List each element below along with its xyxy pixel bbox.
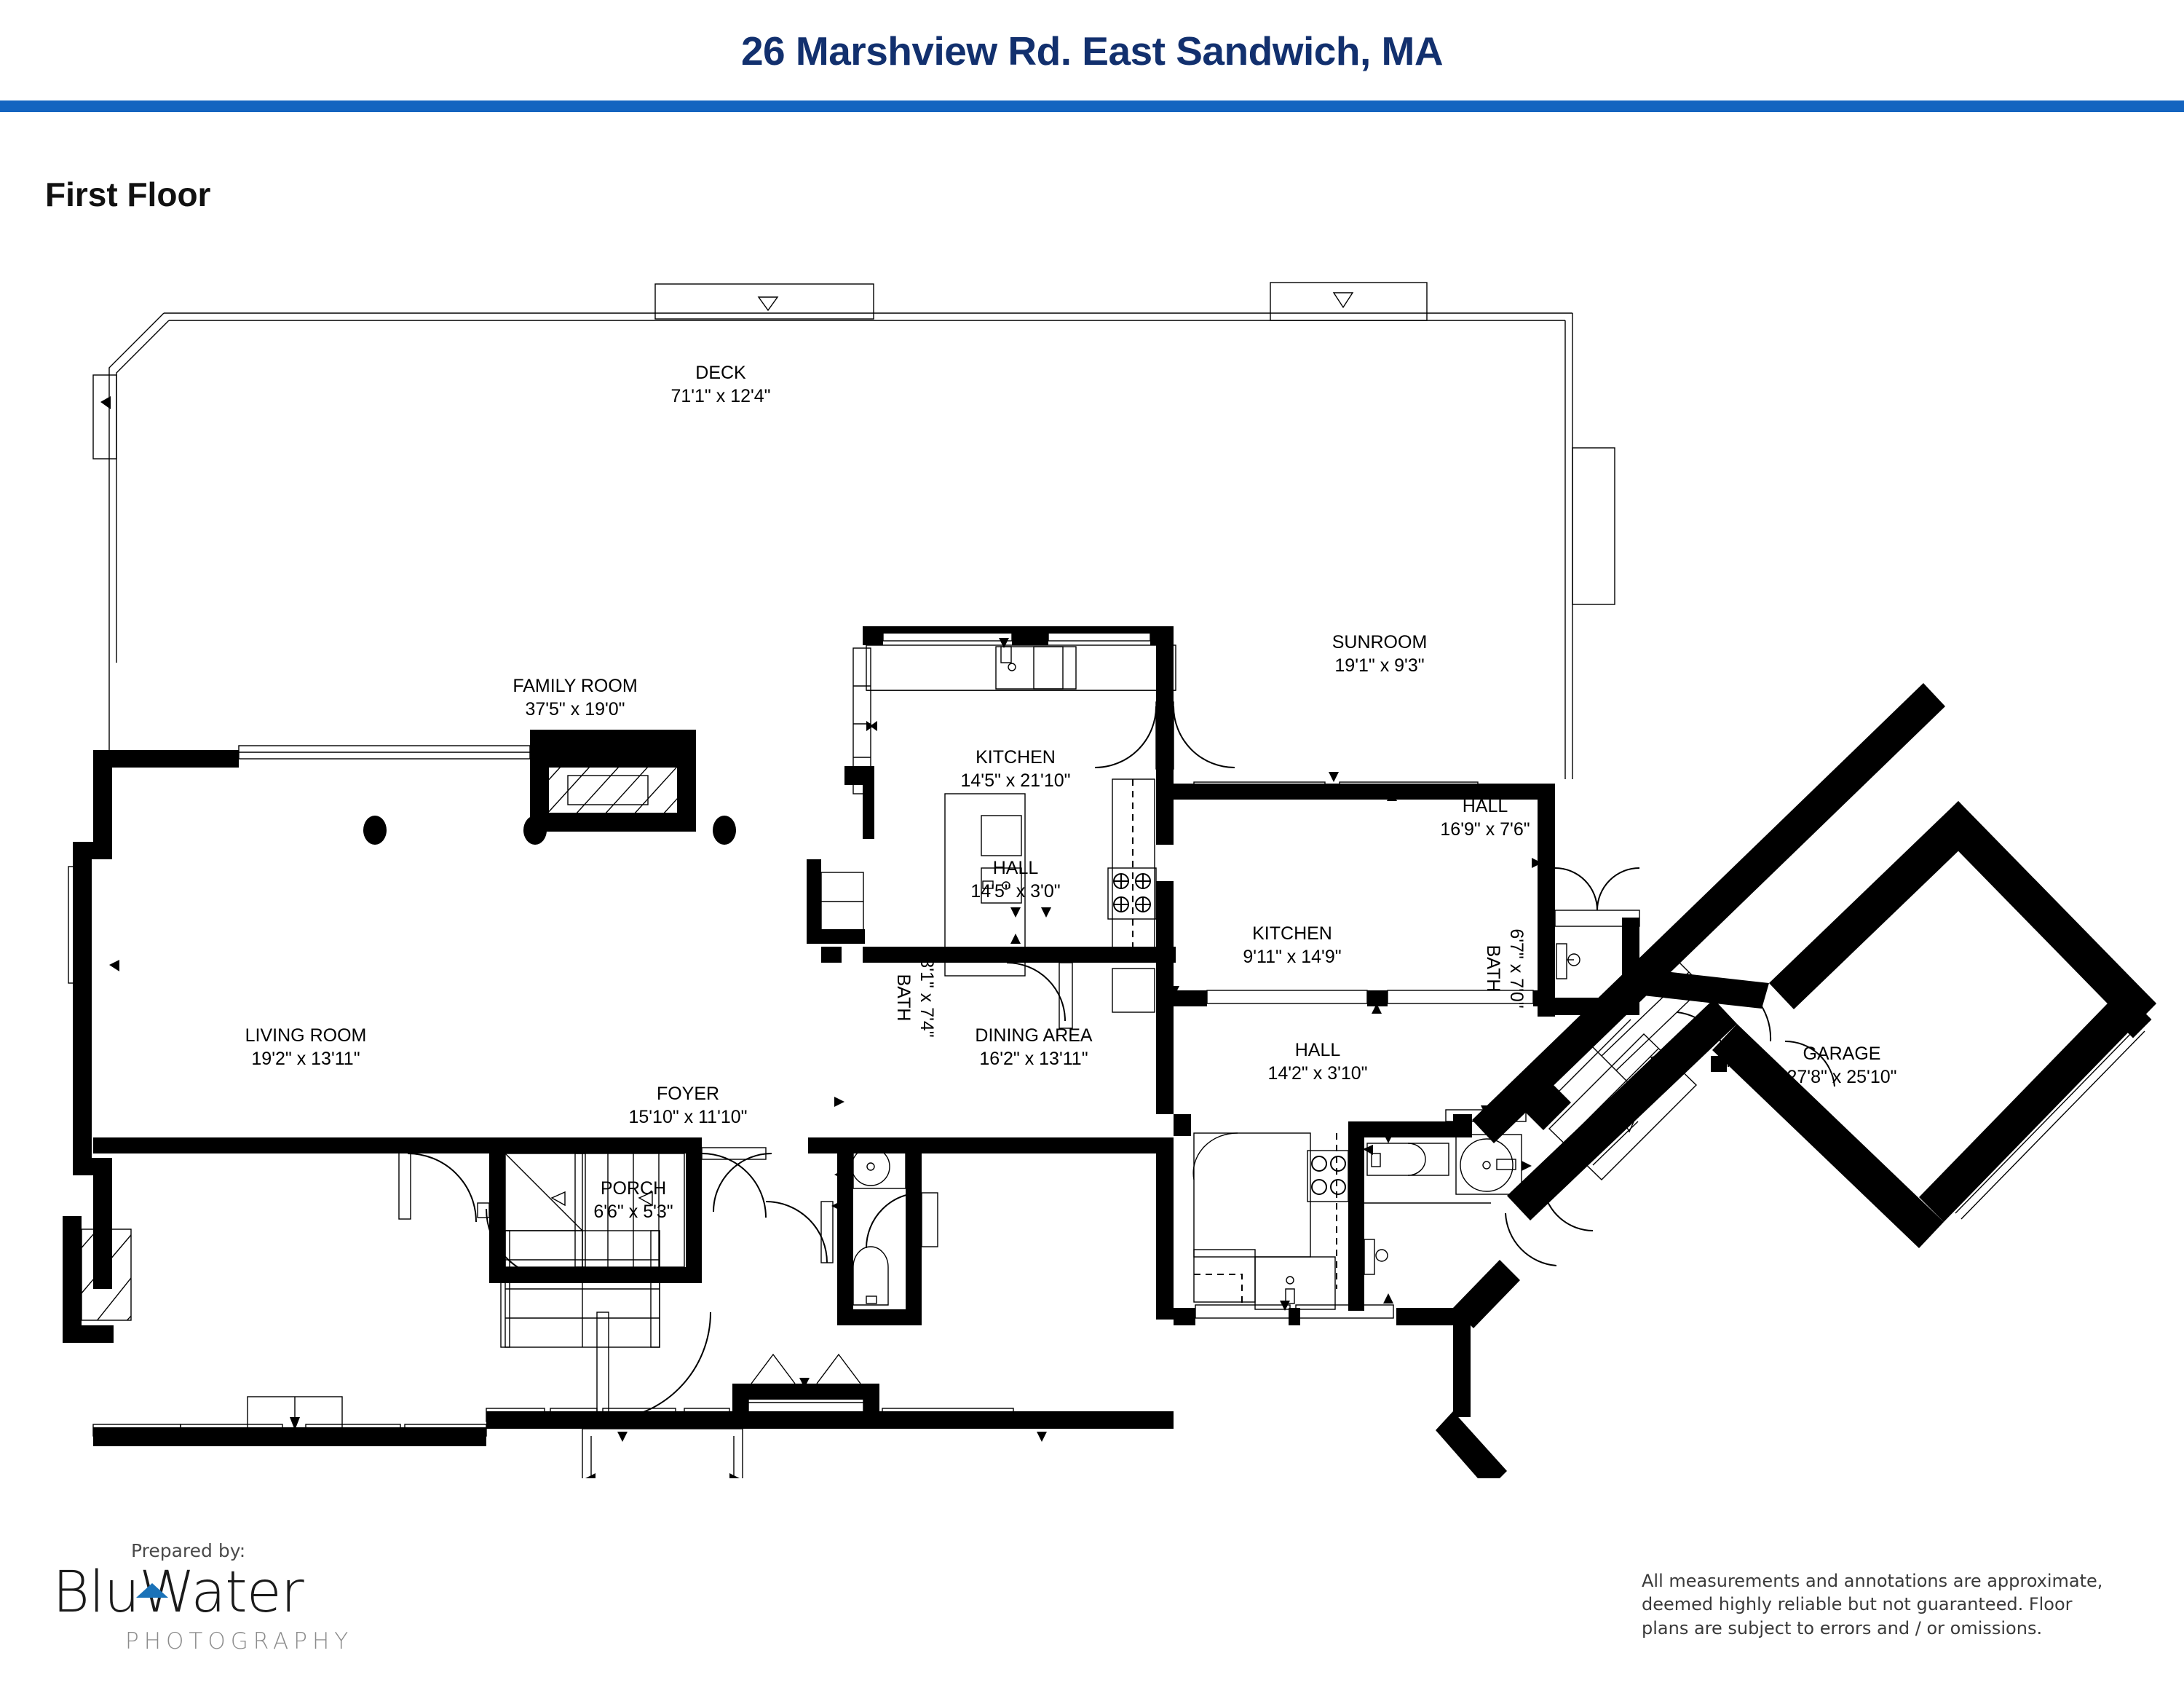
logo-wordmark: BluWater: [52, 1560, 304, 1625]
svg-text:37'5" x 19'0": 37'5" x 19'0": [525, 699, 625, 719]
svg-text:15'10" x 11'10": 15'10" x 11'10": [628, 1107, 747, 1127]
roof-accent-icon: [136, 1583, 168, 1598]
svg-text:14'5" x 21'10": 14'5" x 21'10": [960, 770, 1070, 791]
room-labels: DECK 71'1" x 12'4" FAMILY ROOM 37'5" x 1…: [245, 363, 1897, 1222]
garage-walls: [1472, 683, 1945, 1143]
room-label-living-room: LIVING ROOM 19'2" x 13'11": [245, 1025, 367, 1069]
svg-text:HALL: HALL: [1295, 1040, 1341, 1060]
svg-text:GARAGE: GARAGE: [1803, 1044, 1881, 1064]
svg-text:9'11" x 14'9": 9'11" x 14'9": [1243, 947, 1341, 967]
floor-label: First Floor: [45, 175, 211, 213]
garage-outline: [1507, 801, 2156, 1248]
sunroom-walls: [1169, 772, 1640, 1017]
room-label-dining-area: DINING AREA 16'2" x 13'11": [975, 1025, 1092, 1069]
svg-text:16'9" x 7'6": 16'9" x 7'6": [1440, 819, 1530, 840]
room-label-sunroom: SUNROOM 19'1" x 9'3": [1332, 632, 1428, 676]
room-label-kitchen-main: KITCHEN 14'5" x 21'10": [960, 747, 1070, 791]
svg-text:6'7" x 7'0": 6'7" x 7'0": [1506, 928, 1527, 1008]
room-label-foyer: FOYER 15'10" x 11'10": [628, 1084, 747, 1127]
svg-text:6'6" x 5'3": 6'6" x 5'3": [593, 1202, 673, 1222]
header-accent-rule: [0, 100, 2184, 112]
svg-text:HALL: HALL: [993, 858, 1039, 878]
svg-text:16'2" x 13'11": 16'2" x 13'11": [979, 1049, 1088, 1069]
room-label-hall-garage: HALL 16'9" x 7'6": [1440, 796, 1530, 840]
svg-text:14'5" x 3'0": 14'5" x 3'0": [970, 881, 1060, 902]
svg-text:SUNROOM: SUNROOM: [1332, 632, 1428, 652]
svg-text:14'2" x 3'10": 14'2" x 3'10": [1267, 1063, 1367, 1084]
svg-text:HALL: HALL: [1463, 796, 1508, 816]
svg-text:3'1" x 7'4": 3'1" x 7'4": [917, 958, 937, 1037]
room-label-porch: PORCH 6'6" x 5'3": [593, 1178, 673, 1222]
svg-text:19'2" x 13'11": 19'2" x 13'11": [251, 1049, 360, 1069]
svg-text:KITCHEN: KITCHEN: [1252, 923, 1332, 944]
svg-text:PORCH: PORCH: [601, 1178, 666, 1199]
prepared-by-label: Prepared by:: [131, 1540, 246, 1561]
logo-tagline: PHOTOGRAPHY: [125, 1628, 354, 1655]
room-label-family-room: FAMILY ROOM 37'5" x 19'0": [513, 676, 637, 719]
svg-text:BATH: BATH: [893, 974, 914, 1022]
kitchen-main-fixtures: [807, 626, 1235, 1114]
disclaimer-text: All measurements and annotations are app…: [1642, 1571, 2103, 1638]
page-footer: Prepared by: BluWater PHOTOGRAPHY All me…: [0, 1500, 2184, 1688]
svg-text:DECK: DECK: [695, 363, 746, 383]
rear-hall: [1174, 1260, 1520, 1478]
room-label-hall-rear: HALL 14'2" x 3'10": [1267, 1040, 1367, 1084]
room-label-bath-rear: BATH 6'7" x 7'0": [1483, 928, 1527, 1008]
dining-foyer-area: [477, 1097, 1174, 1478]
page-header: 26 Marshview Rd. East Sandwich, MA: [0, 0, 2184, 112]
svg-text:71'1" x 12'4": 71'1" x 12'4": [670, 386, 770, 406]
floor-plan-drawing: DECK 71'1" x 12'4" FAMILY ROOM 37'5" x 1…: [0, 240, 2184, 1478]
page-title: 26 Marshview Rd. East Sandwich, MA: [740, 28, 1444, 74]
deck-outline: [92, 282, 1615, 779]
svg-text:BATH: BATH: [1483, 945, 1503, 993]
svg-text:FOYER: FOYER: [657, 1084, 719, 1104]
svg-text:DINING AREA: DINING AREA: [975, 1025, 1092, 1046]
room-label-hall-kitchen: HALL 14'5" x 3'0": [970, 858, 1060, 902]
room-label-garage: GARAGE 27'8" x 25'10": [1787, 1044, 1896, 1087]
kitchen-2-fixtures: [1174, 1105, 1532, 1311]
svg-text:LIVING ROOM: LIVING ROOM: [245, 1025, 367, 1046]
room-label-deck: DECK 71'1" x 12'4": [670, 363, 770, 406]
svg-text:KITCHEN: KITCHEN: [976, 747, 1056, 768]
svg-text:27'8" x 25'10": 27'8" x 25'10": [1787, 1067, 1896, 1087]
main-house-walls: [63, 721, 1158, 1446]
room-label-kitchen-2: KITCHEN 9'11" x 14'9": [1243, 923, 1341, 967]
svg-text:19'1" x 9'3": 19'1" x 9'3": [1334, 655, 1424, 676]
svg-text:FAMILY ROOM: FAMILY ROOM: [513, 676, 637, 696]
bluwater-logo: BluWater PHOTOGRAPHY: [52, 1564, 365, 1673]
room-label-bath-foyer: BATH 3'1" x 7'4": [893, 958, 937, 1037]
